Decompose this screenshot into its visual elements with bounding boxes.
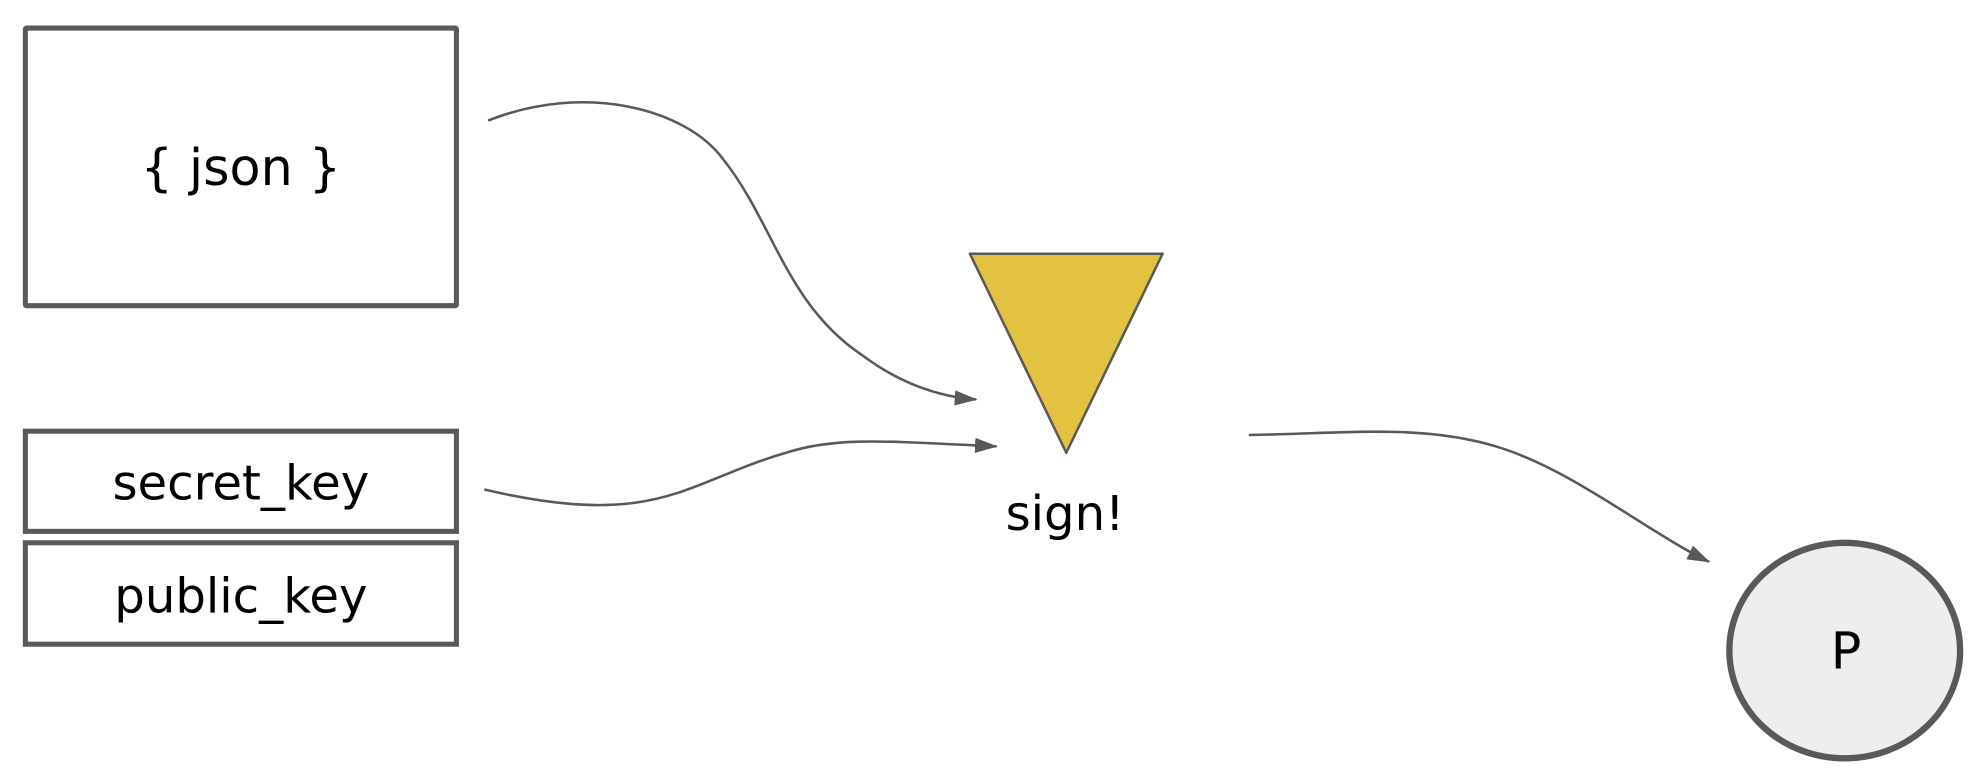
public-key-label: public_key bbox=[114, 569, 367, 625]
json-box: { json } bbox=[22, 25, 459, 309]
sign-triangle bbox=[968, 252, 1164, 455]
arrow-json-to-sign bbox=[487, 101, 978, 406]
sign-label: sign! bbox=[1006, 486, 1125, 542]
result-node: P bbox=[1726, 539, 1964, 762]
secret-key-box: secret_key bbox=[22, 428, 459, 534]
arrow-sign-to-result bbox=[1248, 430, 1711, 563]
secret-key-label: secret_key bbox=[112, 456, 369, 512]
result-label: P bbox=[1831, 621, 1862, 680]
arrow-secret-to-sign bbox=[484, 437, 998, 507]
json-label: { json } bbox=[141, 138, 341, 197]
public-key-box: public_key bbox=[22, 540, 459, 647]
sign-operation: sign! bbox=[968, 252, 1164, 542]
